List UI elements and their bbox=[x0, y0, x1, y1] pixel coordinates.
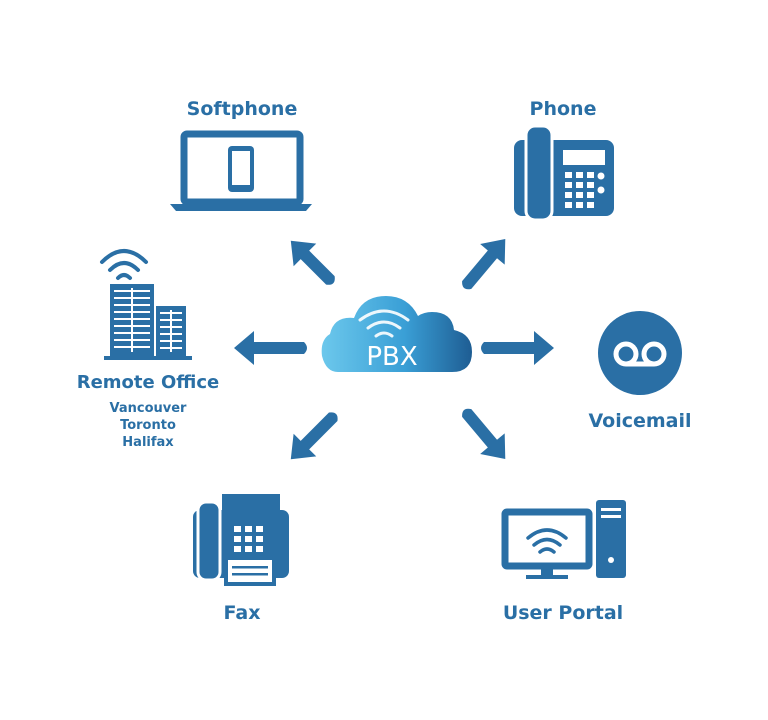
arrow-to-softphone bbox=[290, 240, 335, 285]
arrow-to-phone bbox=[462, 239, 506, 290]
node-user-portal: User Portal bbox=[501, 500, 626, 624]
node-softphone: Softphone bbox=[170, 98, 312, 211]
arrow-to-user-portal bbox=[462, 408, 506, 459]
location-toronto: Toronto bbox=[120, 418, 176, 433]
node-fax: Fax bbox=[193, 494, 289, 624]
voicemail-label: Voicemail bbox=[588, 410, 691, 432]
office-building-wifi-icon bbox=[100, 249, 192, 360]
fax-label: Fax bbox=[224, 602, 261, 624]
user-portal-label: User Portal bbox=[503, 602, 623, 624]
node-remote-office: Remote Office Vancouver Toronto Halifax bbox=[77, 249, 220, 450]
laptop-smartphone-icon bbox=[170, 130, 312, 211]
arrow-to-remote-office bbox=[234, 331, 307, 365]
arrows bbox=[234, 239, 554, 460]
softphone-label: Softphone bbox=[187, 98, 298, 120]
arrow-to-fax bbox=[290, 412, 338, 460]
location-vancouver: Vancouver bbox=[110, 401, 188, 416]
pbx-cloud: PBX bbox=[321, 296, 472, 372]
phone-label: Phone bbox=[530, 98, 597, 120]
fax-machine-icon bbox=[193, 494, 289, 586]
arrow-to-voicemail bbox=[481, 331, 554, 365]
desktop-computer-icon bbox=[501, 500, 626, 579]
location-halifax: Halifax bbox=[122, 435, 174, 450]
desk-phone-icon bbox=[514, 124, 614, 222]
cloud-icon bbox=[321, 296, 472, 372]
node-voicemail: Voicemail bbox=[588, 311, 692, 432]
node-phone: Phone bbox=[514, 98, 614, 222]
voicemail-icon bbox=[598, 311, 682, 395]
remote-office-label: Remote Office bbox=[77, 372, 220, 393]
pbx-label: PBX bbox=[366, 342, 417, 372]
